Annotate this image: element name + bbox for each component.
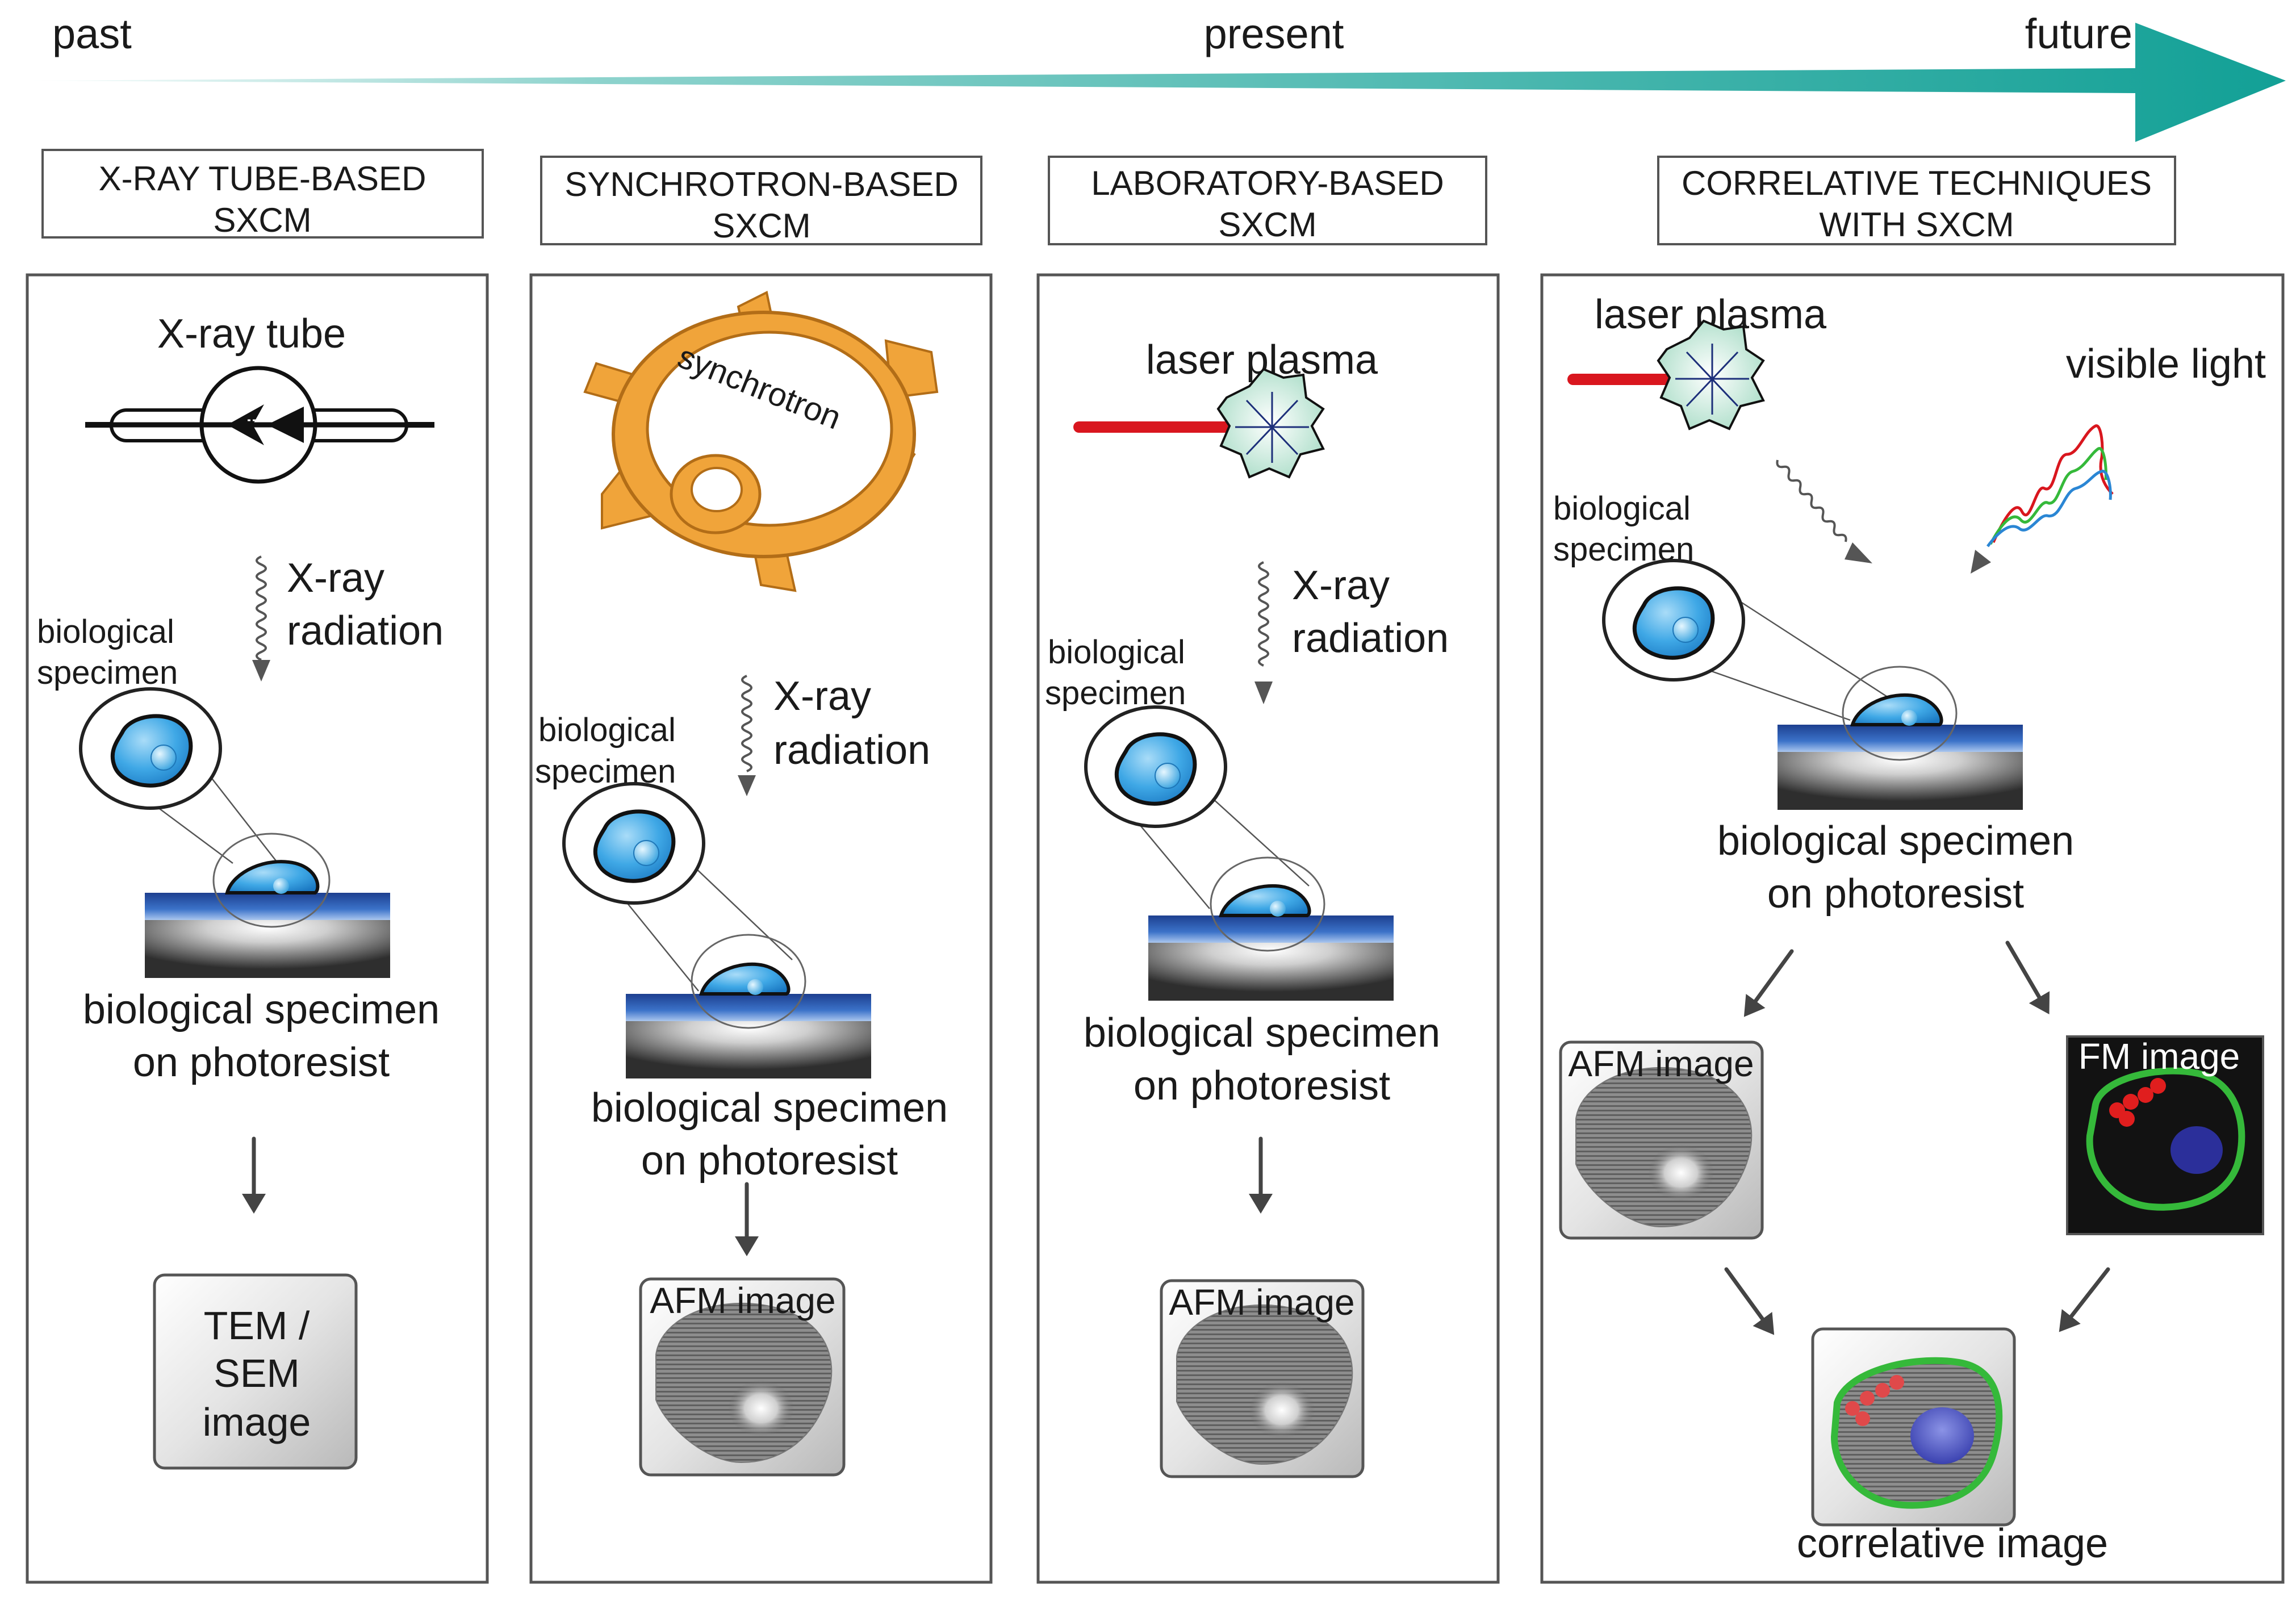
output-label: AFM image xyxy=(650,1280,835,1321)
panel-heading: CORRELATIVE TECHNIQUES xyxy=(1682,164,2152,202)
panel-synchrotron: SYNCHROTRON-BASED SXCM synchrotron X-ray… xyxy=(529,156,993,1584)
result-label-sub: on photoresist xyxy=(1767,871,2024,917)
result-label: biological specimen xyxy=(1084,1010,1440,1056)
panel-heading: X-RAY TUBE-BASED xyxy=(99,160,426,198)
radiation-wave-icon xyxy=(252,555,270,682)
panel-heading-sub: SXCM xyxy=(213,201,311,239)
output-label: TEM / xyxy=(204,1303,310,1348)
correlative-label: correlative image xyxy=(1797,1521,2108,1566)
result-label: biological specimen xyxy=(83,987,440,1032)
visible-light-wave-icon xyxy=(1971,424,2114,574)
radiation-label: X-ray xyxy=(287,555,384,601)
correlative-output-box xyxy=(1811,1327,2016,1527)
afm-output-box: AFM image xyxy=(1160,1279,1365,1478)
radiation-label-sub: radiation xyxy=(287,608,444,654)
output-label: AFM image xyxy=(1169,1282,1354,1323)
fm-output-box: FM image xyxy=(2066,1035,2264,1235)
radiation-wave-icon xyxy=(738,675,756,796)
radiation-wave-icon xyxy=(1776,459,1872,563)
result-label-sub: on photoresist xyxy=(1134,1063,1390,1109)
light-label: visible light xyxy=(2066,341,2266,387)
output-label-sub2: image xyxy=(203,1400,311,1444)
flow-arrow-right xyxy=(2005,940,2050,1015)
result-label-sub: on photoresist xyxy=(133,1040,390,1085)
timeline-arrow xyxy=(23,23,2286,142)
radiation-label: X-ray xyxy=(1292,563,1390,608)
result-label: biological specimen xyxy=(1717,818,2074,864)
panel-heading-sub: SXCM xyxy=(712,207,810,245)
specimen-label: biological xyxy=(538,712,676,749)
specimen-label: biological xyxy=(37,613,174,650)
photoresist-stage xyxy=(1778,666,2023,810)
panel-correlative: CORRELATIVE TECHNIQUES WITH SXCM laser p… xyxy=(1540,156,2285,1584)
radiation-label-sub: radiation xyxy=(773,728,930,773)
specimen-label-sub: specimen xyxy=(37,654,178,691)
laser-plasma-icon xyxy=(1567,319,1765,430)
synchrotron-icon: synchrotron xyxy=(583,291,939,592)
xray-tube-icon xyxy=(85,366,434,484)
radiation-label-sub: radiation xyxy=(1292,616,1449,661)
specimen-magnified xyxy=(562,782,793,992)
specimen-magnified xyxy=(79,687,307,901)
flow-arrow-left xyxy=(1743,949,1794,1017)
result-label-sub: on photoresist xyxy=(641,1138,898,1184)
laser-plasma-icon xyxy=(1073,367,1325,479)
panel-heading: LABORATORY-BASED xyxy=(1091,164,1444,202)
timeline-label-present: present xyxy=(1204,10,1344,57)
specimen-label: biological xyxy=(1553,490,1691,527)
radiation-wave-icon xyxy=(1254,561,1273,704)
afm-output-box: AFM image xyxy=(1559,1040,1764,1240)
panel-heading: SYNCHROTRON-BASED xyxy=(564,165,958,203)
specimen-label-sub: specimen xyxy=(535,753,676,790)
specimen-label: biological xyxy=(1048,634,1185,671)
flow-arrow-merge-left xyxy=(1724,1267,1775,1335)
panel-laboratory: LABORATORY-BASED SXCM laser plasma X-ray… xyxy=(1036,156,1500,1584)
radiation-label: X-ray xyxy=(773,674,871,719)
panel-xray-tube: X-RAY TUBE-BASED SXCM X-ray tube X-ray r… xyxy=(26,149,489,1584)
timeline-label-past: past xyxy=(52,10,132,57)
specimen-magnified xyxy=(1084,705,1310,909)
panel-heading-sub: WITH SXCM xyxy=(1819,206,2014,244)
fm-label: FM image xyxy=(2078,1036,2240,1077)
timeline: past present future xyxy=(23,10,2286,142)
timeline-label-future: future xyxy=(2025,10,2132,57)
output-label-sub: SEM xyxy=(214,1351,300,1395)
afm-output-box: AFM image xyxy=(639,1277,846,1477)
tem-sem-output-box: TEM / SEM image xyxy=(153,1273,358,1470)
photoresist-stage xyxy=(626,934,871,1078)
result-label: biological specimen xyxy=(591,1085,948,1131)
specimen-magnified xyxy=(1602,559,1889,721)
specimen-label-sub: specimen xyxy=(1045,675,1186,712)
source-label: X-ray tube xyxy=(157,311,346,357)
photoresist-stage xyxy=(145,833,390,978)
photoresist-stage xyxy=(1148,856,1394,1001)
afm-label: AFM image xyxy=(1568,1043,1754,1084)
panel-heading-sub: SXCM xyxy=(1218,206,1316,244)
flow-arrow-merge-right xyxy=(2059,1267,2110,1332)
